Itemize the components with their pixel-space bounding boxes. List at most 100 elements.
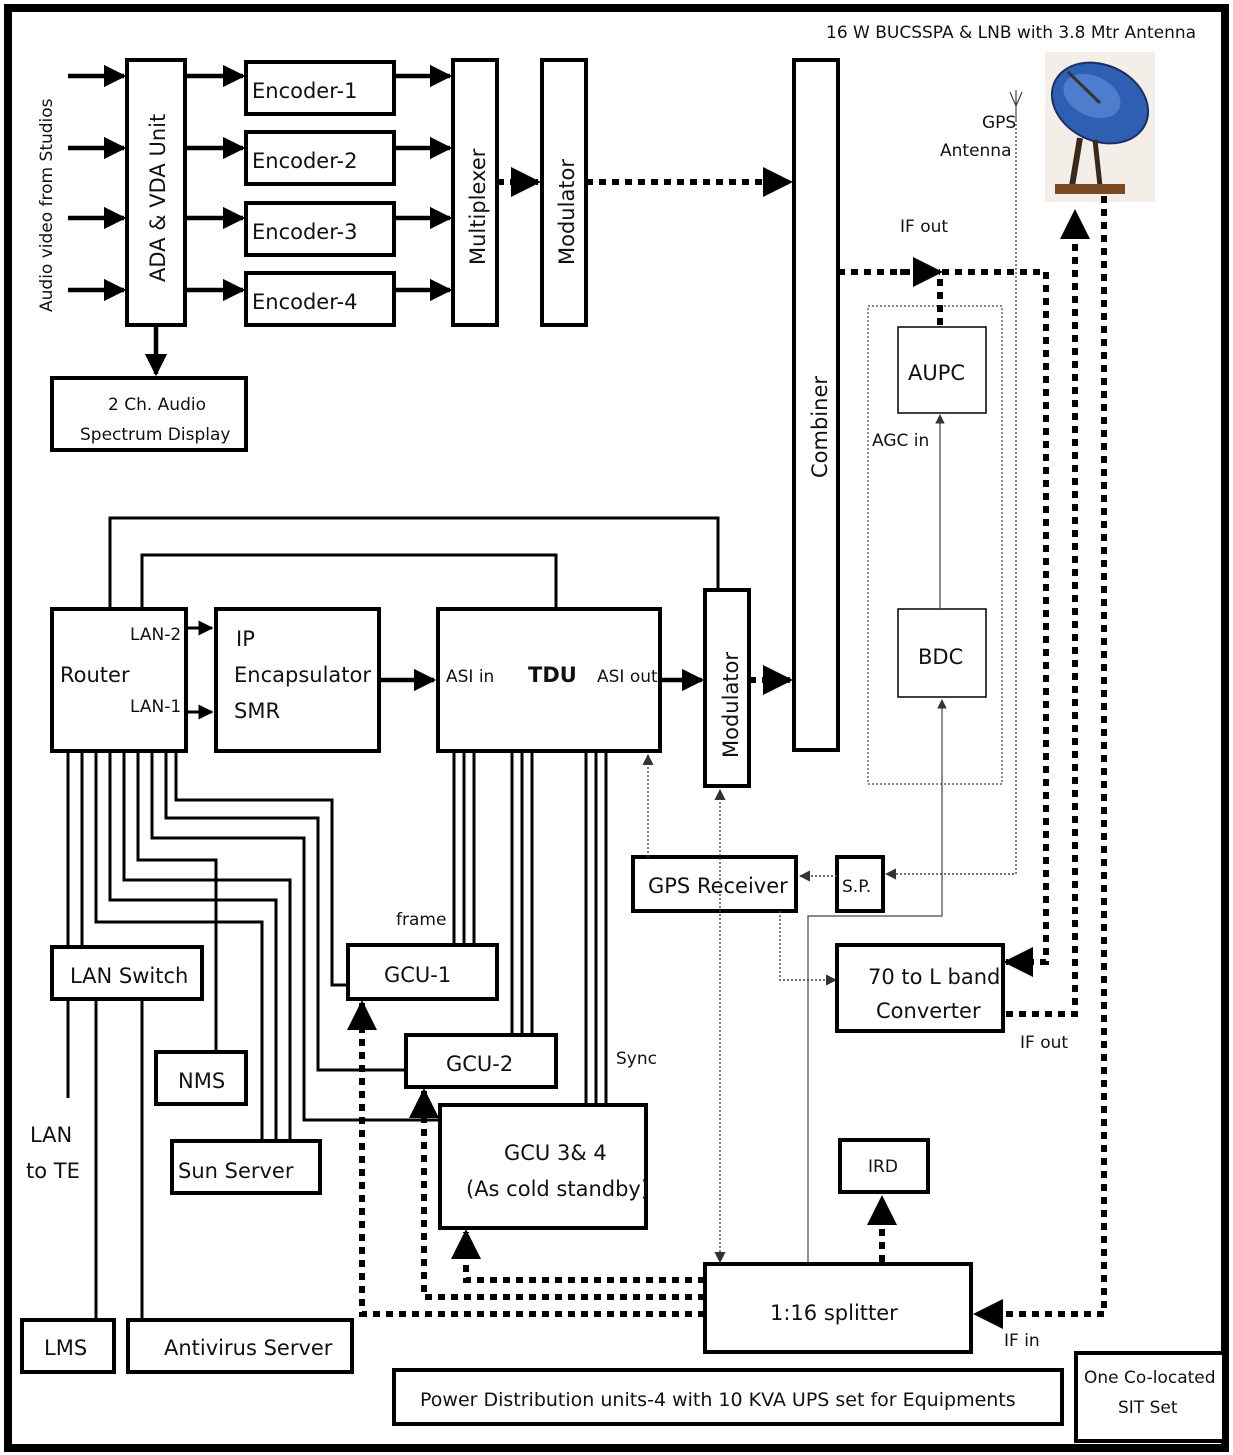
modulator-mid-label: Modulator [719, 652, 743, 758]
splitter-box [703, 1262, 973, 1354]
ip-encap-label-line3: SMR [234, 699, 280, 723]
sit-set-label-line1: One Co-located [1084, 1368, 1216, 1388]
studio-input-arrows [68, 64, 127, 302]
router-box [50, 607, 188, 753]
lan2-label: LAN-2 [130, 625, 181, 645]
ada-vda-unit-box [125, 58, 187, 327]
modulator-top-label: Modulator [555, 159, 579, 265]
if-out-bottom-label: IF out [1020, 1033, 1068, 1053]
lan-switch-box [50, 945, 204, 1001]
multiplexer-box [451, 58, 499, 327]
lms-label: LMS [44, 1336, 87, 1360]
lan-to-te-line2: to TE [26, 1159, 80, 1183]
sp-box [835, 855, 885, 913]
gcu-2-label: GCU-2 [446, 1052, 513, 1076]
tdu-label: TDU [528, 663, 577, 687]
ird-box [838, 1138, 930, 1194]
combiner-box [792, 58, 840, 752]
audio-spectrum-display-box [50, 376, 248, 452]
combiner-label: Combiner [808, 376, 832, 478]
converter-box [835, 943, 1005, 1033]
gcu-1-box [346, 943, 499, 1001]
lan-to-te-line1: LAN [30, 1123, 72, 1147]
outer-frame [4, 4, 1229, 1452]
router-label: Router [60, 663, 130, 687]
sun-server-label: Sun Server [178, 1159, 294, 1183]
sit-set-box [1074, 1351, 1226, 1443]
router-to-tdu-loop [140, 553, 558, 609]
ada-to-encoder-arrows [185, 64, 246, 302]
ip-encap-label-line2: Encapsulator [234, 663, 371, 687]
gcu-3-4-label-line2: (As cold standby) [466, 1177, 649, 1201]
if-out-top-label: IF out [900, 217, 948, 237]
agc-in-label: AGC in [872, 431, 929, 451]
gps-antenna-label-line2: Antenna [940, 141, 1012, 161]
tdu-to-gcu-wires [452, 751, 608, 1104]
power-distribution-label: Power Distribution units-4 with 10 KVA U… [420, 1389, 1016, 1411]
sp-label: S.P. [842, 877, 871, 897]
asi-out-label: ASI out [597, 667, 658, 687]
gcu-3-4-label-line1: GCU 3& 4 [504, 1141, 607, 1165]
router-to-modulator-loop [108, 516, 720, 609]
encoder-3-label: Encoder-3 [252, 220, 357, 244]
antenna-caption: 16 W BUCSSPA & LNB with 3.8 Mtr Antenna [826, 23, 1196, 43]
audio-video-input-label: Audio video from Studios [37, 98, 57, 312]
antenna-to-splitter-dotted [973, 196, 1107, 1329]
aupc-box [897, 326, 987, 414]
splitter-to-gcu34-dotted [451, 1229, 705, 1283]
bdc-label: BDC [918, 645, 963, 669]
gps-antenna-to-sp-line [884, 120, 1017, 880]
gps-antenna-label-line1: GPS [982, 113, 1016, 133]
if-in-label: IF in [1004, 1331, 1040, 1351]
multiplexer-label: Multiplexer [466, 148, 490, 265]
antivirus-server-box [126, 1318, 354, 1374]
splitter-label: 1:16 splitter [770, 1301, 898, 1325]
gps-antenna-icon [1009, 90, 1023, 120]
nms-label: NMS [178, 1069, 225, 1093]
sit-set-label-line2: SIT Set [1118, 1398, 1178, 1418]
gcu-2-box [404, 1033, 558, 1089]
encoder-4-label: Encoder-4 [252, 290, 357, 314]
splitter-to-gcu2-dotted [409, 1088, 705, 1300]
splitter-to-gcu1-dotted [347, 1000, 705, 1317]
ird-label: IRD [868, 1157, 898, 1177]
sun-server-box [170, 1139, 322, 1195]
bdc-box [897, 608, 987, 698]
frame-label: frame [396, 910, 446, 930]
splitter-to-bdc-line [807, 699, 947, 1262]
aupc-bdc-enclosure [867, 305, 1003, 785]
encoder-1-label: Encoder-1 [252, 79, 357, 103]
encoder-4-box [244, 271, 396, 327]
lan1-label: LAN-1 [130, 697, 181, 717]
converter-label-line1: 70 to L band [868, 965, 1000, 989]
encoder-3-box [244, 201, 396, 257]
lan-switch-label: LAN Switch [70, 964, 188, 988]
audio-display-label-line2: Spectrum Display [80, 425, 230, 445]
antivirus-server-label: Antivirus Server [164, 1336, 333, 1360]
gps-receiver-label: GPS Receiver [648, 874, 788, 898]
gcu-3-4-box [438, 1103, 648, 1230]
satellite-antenna-dish-icon [1045, 52, 1155, 202]
sync-label: Sync [616, 1049, 657, 1069]
converter-to-antenna-dotted [1006, 209, 1090, 1017]
power-distribution-box [392, 1368, 1064, 1426]
modulator-mid-box [703, 588, 751, 788]
converter-label-line2: Converter [876, 999, 981, 1023]
asi-in-label: ASI in [446, 667, 494, 687]
router-port-wires [66, 751, 440, 1140]
encoder-2-label: Encoder-2 [252, 149, 357, 173]
nms-box [154, 1050, 248, 1106]
gps-receiver-to-converter-line [779, 911, 838, 986]
ip-encap-label-line1: IP [236, 627, 255, 651]
encoder-to-multiplexer-arrows [394, 64, 453, 302]
encoder-2-box [244, 130, 396, 186]
ada-vda-unit-label: ADA & VDA Unit [146, 114, 170, 282]
ip-encapsulator-box [214, 607, 381, 753]
audio-display-label-line1: 2 Ch. Audio [108, 395, 206, 415]
gcu-1-label: GCU-1 [384, 963, 451, 987]
lms-box [20, 1318, 116, 1374]
modulator-top-box [540, 58, 588, 327]
aupc-label: AUPC [908, 361, 965, 385]
encoder-1-box [244, 60, 396, 116]
